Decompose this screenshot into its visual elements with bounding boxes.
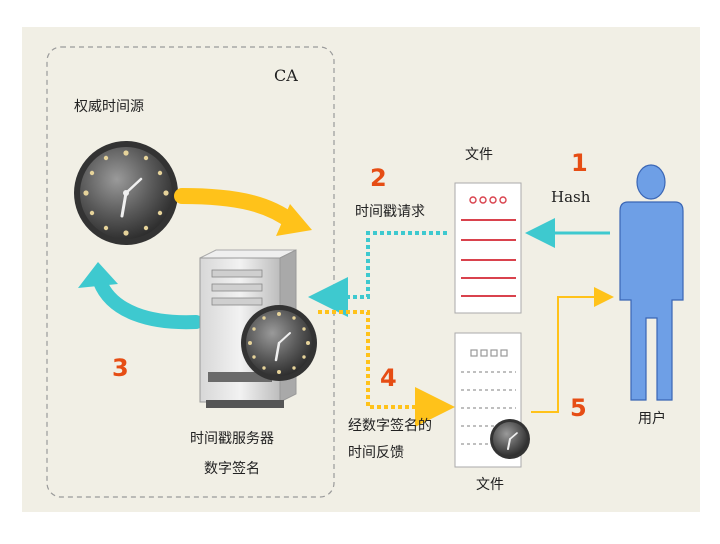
step-number-3: 3 bbox=[112, 354, 129, 382]
timestamp-request-arrow bbox=[308, 231, 447, 317]
user-figure-icon bbox=[619, 164, 684, 401]
ca-label: CA bbox=[274, 66, 298, 85]
signed-feedback-label-line1: 经数字签名的 bbox=[348, 418, 432, 434]
authority-time-source-label: 权威时间源 bbox=[74, 99, 144, 115]
authority-clock-icon bbox=[74, 141, 178, 245]
ca-boundary bbox=[46, 46, 335, 498]
signed-feedback-arrow bbox=[318, 310, 455, 427]
digital-signature-label: 数字签名 bbox=[204, 461, 260, 477]
timestamp-request-label: 时间戳请求 bbox=[355, 204, 425, 220]
timestamp-server-label: 时间戳服务器 bbox=[190, 431, 274, 447]
server-clock-icon bbox=[241, 305, 317, 381]
file-top-label: 文件 bbox=[465, 147, 493, 163]
step-number-1: 1 bbox=[571, 149, 588, 177]
yellow-curved-arrow bbox=[174, 188, 312, 236]
file-bottom-label: 文件 bbox=[476, 477, 504, 493]
return-to-user-arrow bbox=[531, 287, 614, 413]
hash-label: Hash bbox=[551, 188, 591, 206]
user-label: 用户 bbox=[638, 411, 666, 427]
step-number-5: 5 bbox=[570, 394, 587, 422]
file-bottom-icon bbox=[454, 332, 530, 468]
cyan-curved-arrow bbox=[78, 262, 203, 330]
background-panel bbox=[22, 27, 700, 512]
step-number-4: 4 bbox=[380, 364, 397, 392]
step-number-2: 2 bbox=[370, 164, 387, 192]
signed-feedback-label-line2: 时间反馈 bbox=[348, 445, 404, 461]
file-top-icon bbox=[454, 182, 522, 314]
